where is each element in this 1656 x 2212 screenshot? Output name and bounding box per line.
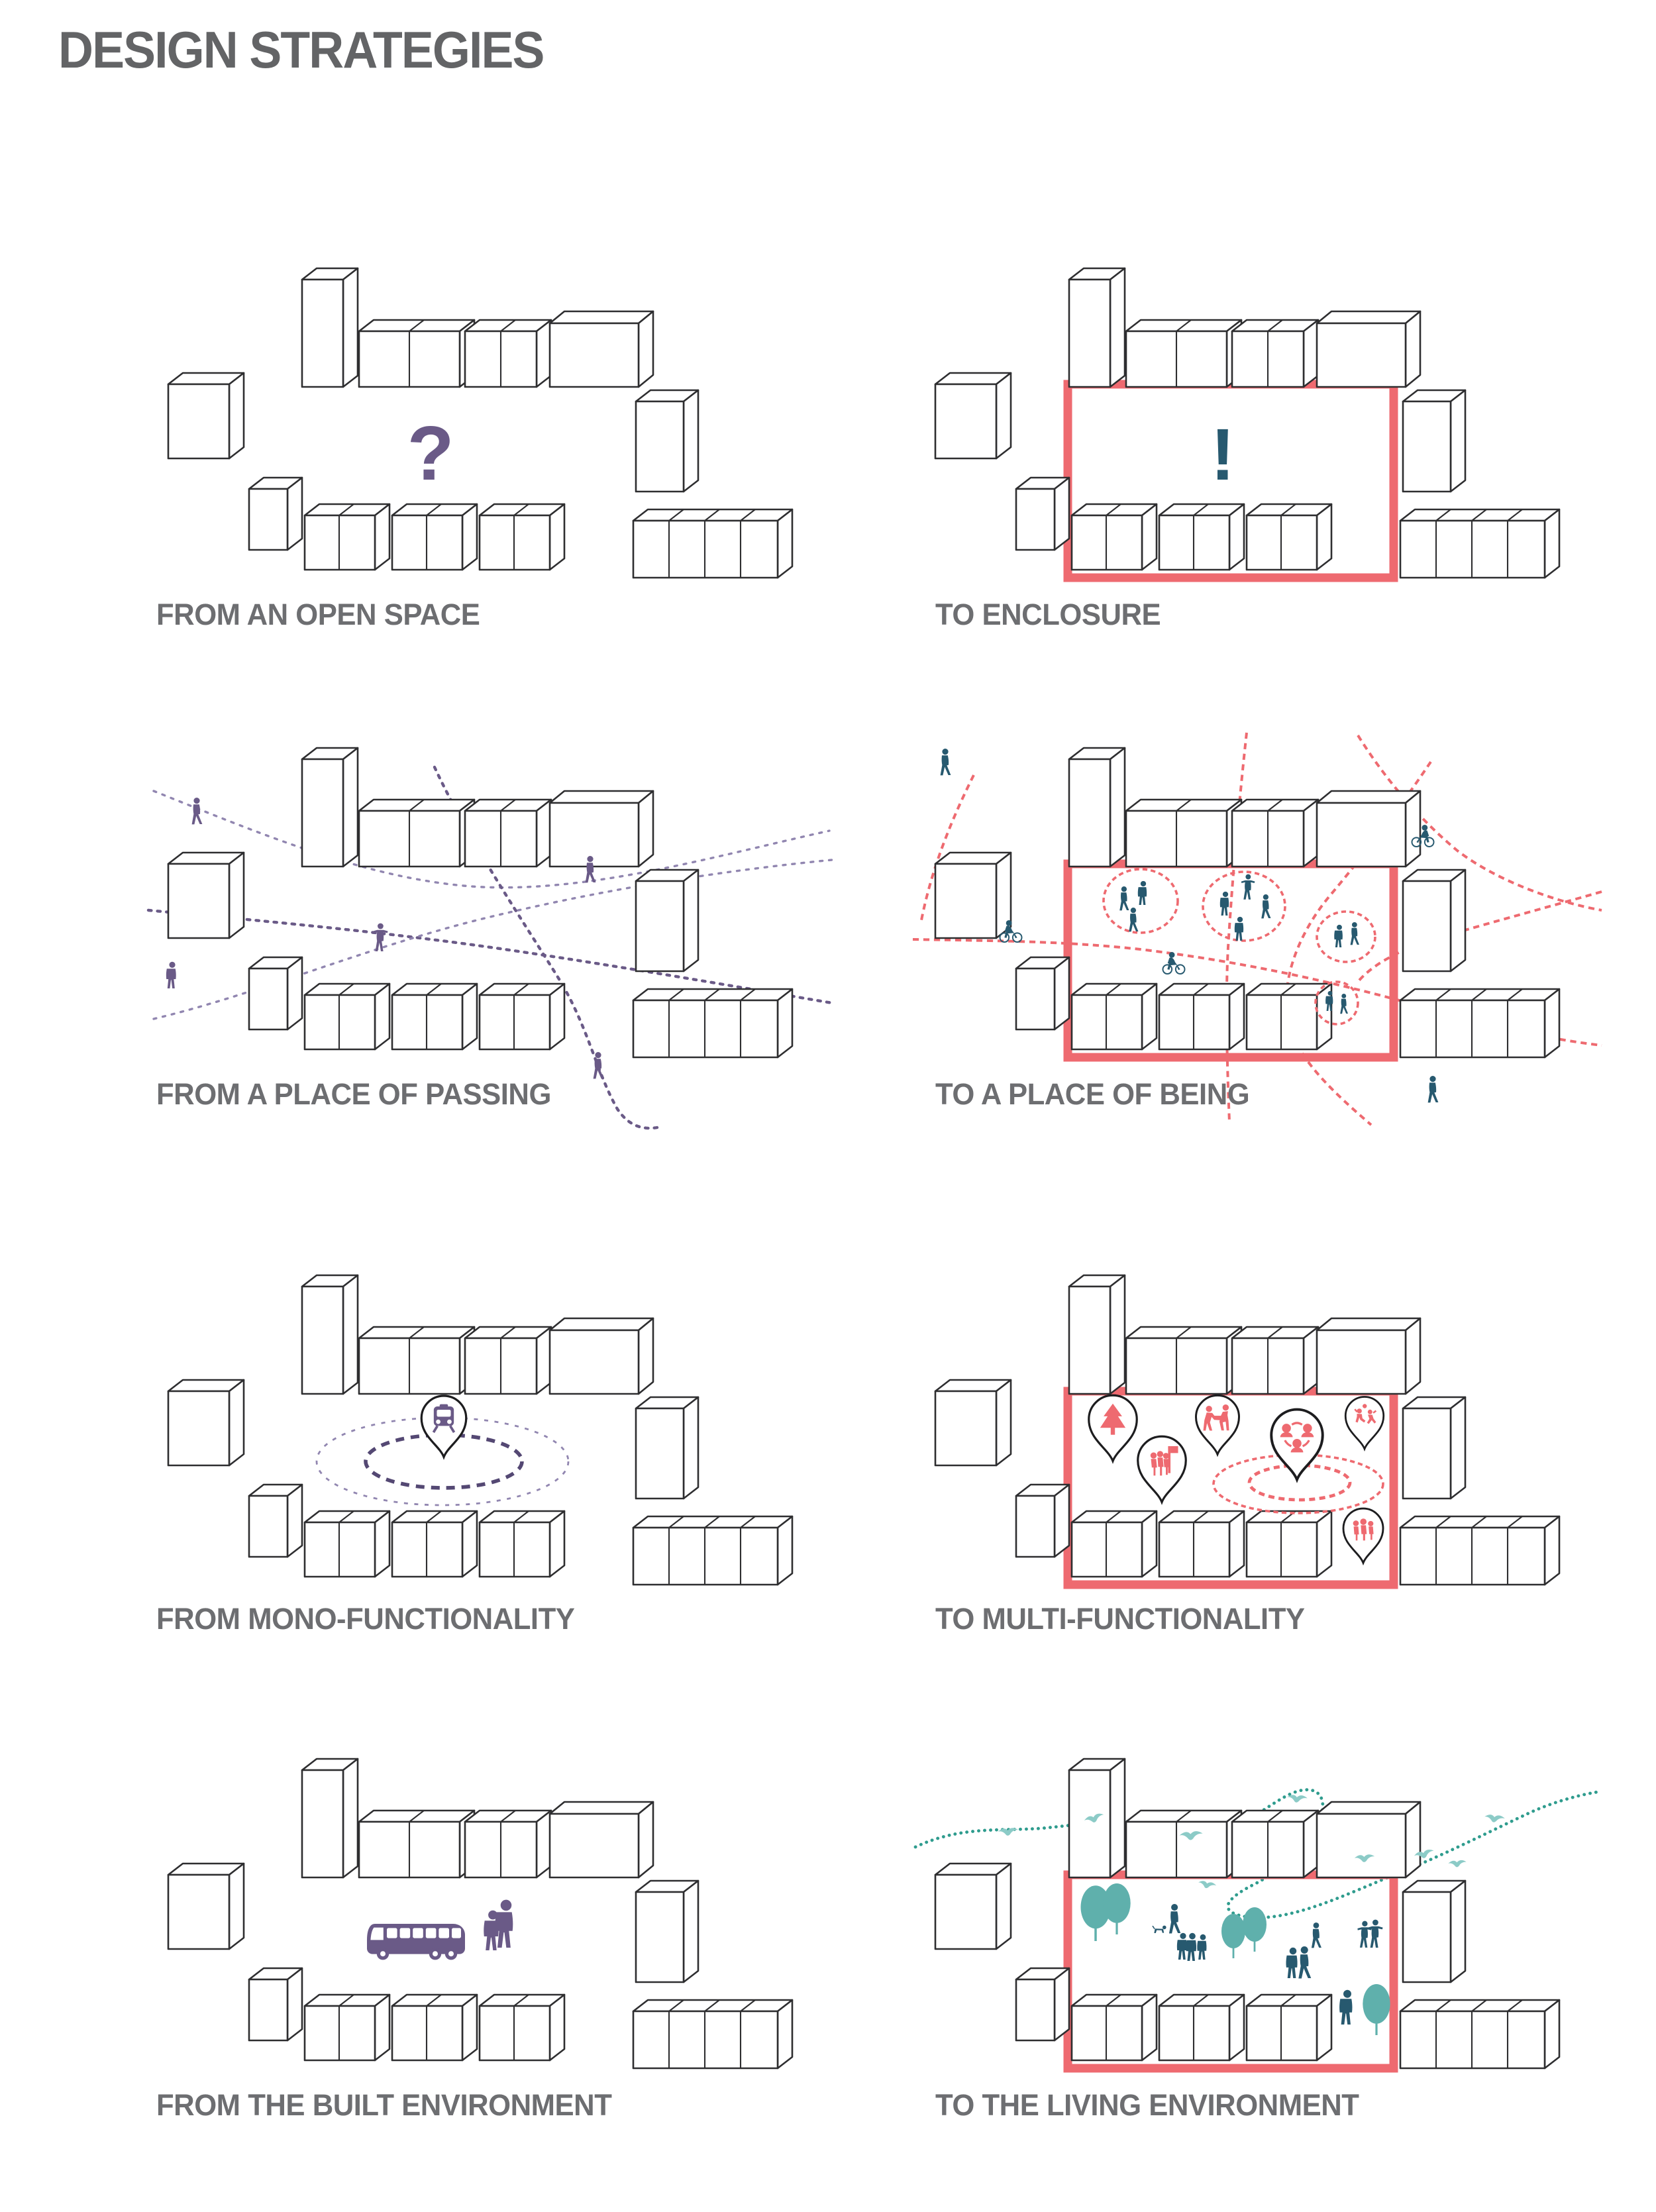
pin-transit-icon (420, 1395, 468, 1458)
bird-icon (1197, 1879, 1217, 1891)
pedestrian-icon (1350, 922, 1359, 945)
bird-icon (1484, 1813, 1506, 1824)
pedestrian-icon (593, 1052, 604, 1079)
panel-built-environment (140, 1736, 843, 2133)
pedestrian-icon (1129, 908, 1139, 932)
pin-activity-icon (1195, 1394, 1240, 1455)
caption-place-of-being: TO A PLACE OF BEING (935, 1077, 1250, 1111)
pedestrian-icon (1241, 874, 1255, 900)
gathering-zones (1102, 868, 1376, 1026)
pedestrian-icon (191, 798, 203, 825)
caption-place-of-passing: FROM A PLACE OF PASSING (156, 1077, 551, 1111)
pedestrian-icon (1357, 1921, 1372, 1948)
pedestrian-icon (1219, 891, 1229, 916)
pedestrian-icon (166, 961, 176, 988)
pedestrian-icon (1197, 1934, 1207, 1960)
caption-mono-functionality: FROM MONO-FUNCTIONALITY (156, 1602, 575, 1636)
city-blocks (167, 267, 794, 579)
pedestrian-icon (1286, 1947, 1298, 1978)
city-blocks (934, 747, 1561, 1059)
pin-event-icon (1137, 1435, 1187, 1504)
activity-paths (912, 732, 1602, 1126)
tree-icon (1102, 1882, 1132, 1936)
pedestrian-icon (1339, 1989, 1353, 2025)
runner-icon (1311, 1922, 1321, 1948)
panel-enclosure: ! (907, 245, 1610, 643)
bird-icon (1448, 1860, 1467, 1868)
tree-icon (1361, 1983, 1392, 2036)
bird-flight-path (913, 1788, 1604, 1919)
pedestrian-icon (940, 749, 951, 776)
tree-icon (1241, 1906, 1268, 1953)
dog-icon (1152, 1924, 1167, 1934)
panel-multi-functionality (907, 1252, 1610, 1650)
panel-mono-functionality (140, 1252, 843, 1650)
pedestrian-icon (1261, 894, 1271, 919)
city-blocks (167, 747, 794, 1059)
pedestrian-icon (1367, 1919, 1383, 1948)
caption-open-space: FROM AN OPEN SPACE (156, 598, 480, 631)
pin-community-icon (1270, 1408, 1324, 1481)
city-blocks (167, 1274, 794, 1586)
panel-living-environment (907, 1736, 1610, 2133)
tree-icon (1220, 1913, 1247, 1960)
pin-play-icon (1344, 1396, 1385, 1450)
pedestrian-icon (1186, 1932, 1197, 1961)
city-blocks (934, 1274, 1561, 1586)
caption-built-environment: FROM THE BUILT ENVIRONMENT (156, 2088, 612, 2122)
panel-open-space: ? (140, 245, 843, 643)
city-blocks (167, 1758, 794, 2070)
dog-walker-icon (1168, 1904, 1181, 1934)
pedestrian-icon (1234, 916, 1244, 941)
pedestrian-icon (1334, 924, 1343, 947)
pin-family-icon (1342, 1507, 1384, 1564)
pedestrian-icon (1340, 994, 1349, 1014)
city-blocks (934, 267, 1561, 579)
caption-multi-functionality: TO MULTI-FUNCTIONALITY (935, 1602, 1305, 1636)
pedestrian-icon (1137, 880, 1147, 905)
pedestrian-icon (495, 1899, 513, 1948)
pedestrian-icon (1427, 1076, 1439, 1103)
bus-icon (367, 1924, 465, 1960)
caption-enclosure: TO ENCLOSURE (935, 598, 1161, 631)
caption-living-environment: TO THE LIVING ENVIRONMENT (935, 2088, 1359, 2122)
pedestrian-icon (1176, 1932, 1187, 1960)
pedestrian-icon (1119, 886, 1129, 911)
panel-place-of-being (907, 725, 1610, 1126)
pin-park-icon (1088, 1394, 1138, 1463)
question-mark-icon: ? (407, 410, 454, 496)
panel-place-of-passing (140, 725, 843, 1130)
page-title: DESIGN STRATEGIES (58, 21, 544, 79)
exclamation-mark-icon: ! (1211, 414, 1235, 496)
pedestrian-icon (1298, 1946, 1312, 1979)
